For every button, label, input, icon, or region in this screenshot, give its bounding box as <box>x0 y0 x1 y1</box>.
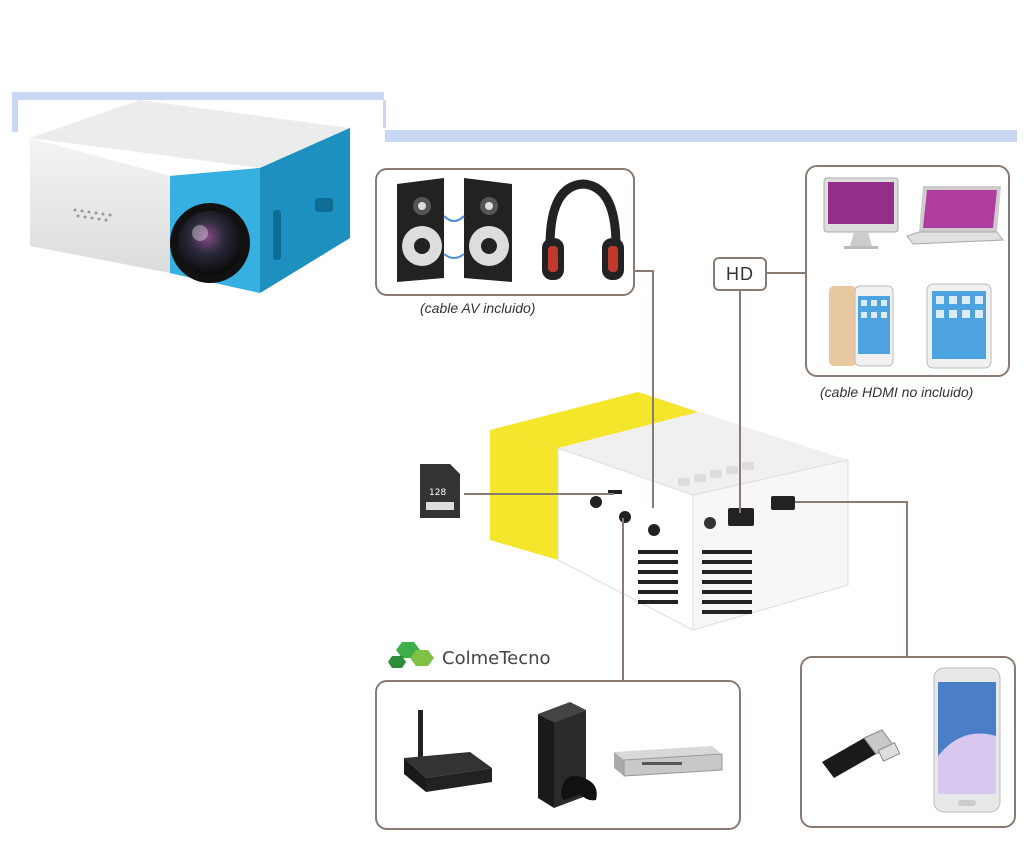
usb-horizontal-line <box>795 501 908 503</box>
hd-port-label: HD <box>713 257 767 291</box>
hd-to-panel-line <box>767 272 805 274</box>
tv-box-icon <box>404 710 492 792</box>
headphones-icon <box>542 179 624 280</box>
av-horizontal-line <box>634 270 654 272</box>
hd-down-line <box>739 291 741 513</box>
sd-line <box>464 493 614 495</box>
smartphone-icon <box>933 667 1001 813</box>
banner-left-strip <box>12 92 384 100</box>
av-down-line <box>652 270 654 508</box>
dvd-player-icon <box>614 746 723 777</box>
laptop-icon <box>906 186 1004 245</box>
banner-divider <box>383 100 386 128</box>
banner-right-strip <box>385 130 1017 142</box>
projector-yellow-image <box>490 392 849 631</box>
banner-left-edge <box>12 92 18 132</box>
brand-name: ColmeTecno <box>442 648 551 669</box>
av-bottom-line <box>622 518 624 681</box>
av-cable-caption: (cable AV incluido) <box>420 300 536 316</box>
sd-card-label: 128 <box>429 488 447 498</box>
speakers-icon <box>397 178 512 282</box>
hdmi-cable-caption: (cable HDMI no incluido) <box>820 384 974 400</box>
brand-logo-icon <box>388 642 434 668</box>
usb-drive-icon <box>822 729 901 778</box>
ipad-icon <box>926 283 992 369</box>
sd-card-icon <box>420 464 460 518</box>
imac-icon <box>823 177 899 249</box>
game-console-icon <box>538 702 597 808</box>
iphone-icon <box>829 285 894 367</box>
projector-blue-image <box>30 100 350 293</box>
usb-down-line <box>906 501 908 657</box>
